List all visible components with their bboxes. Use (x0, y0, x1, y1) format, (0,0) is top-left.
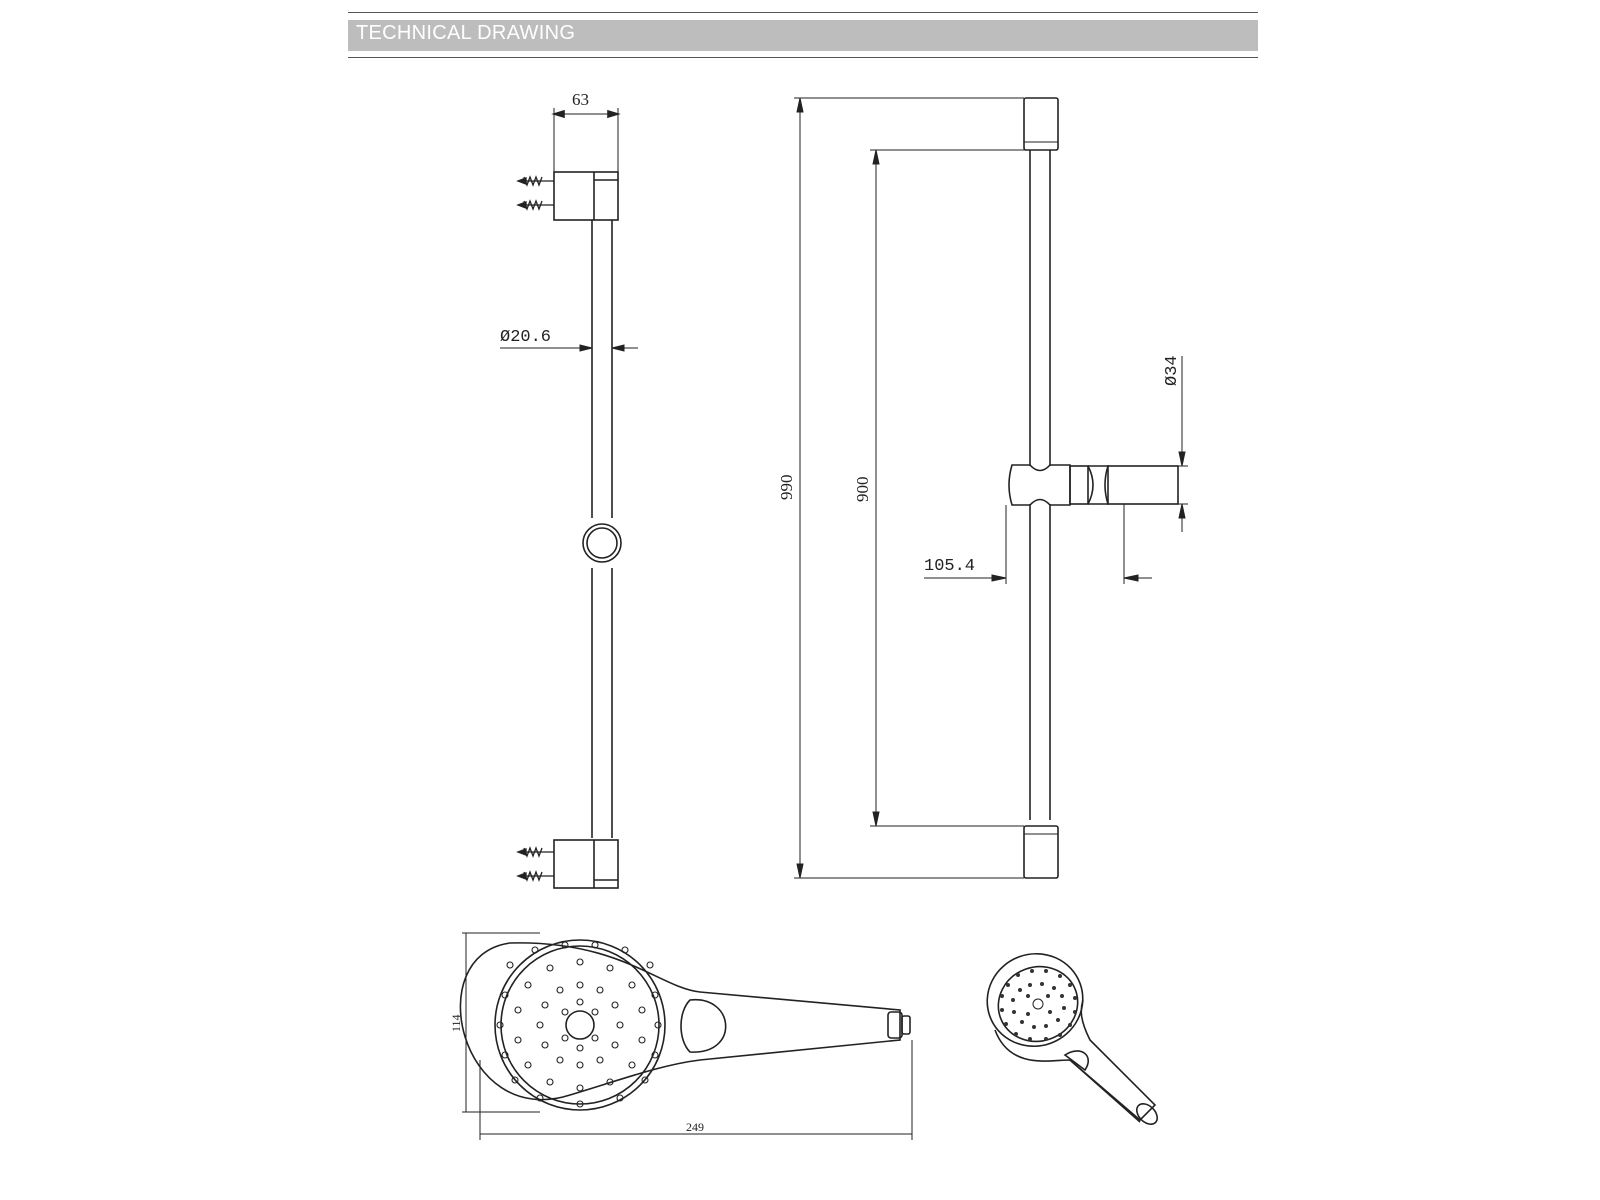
side-bottom-screws (516, 846, 554, 882)
dim-holder-diameter-line (1178, 356, 1186, 532)
front-bottom-bracket (1023, 825, 1059, 879)
dim-head-width-line (462, 932, 540, 1113)
dim-head-length-line (479, 1040, 913, 1140)
header-title: TECHNICAL DRAWING (356, 22, 576, 44)
dim-holder-projection: 105.4 (924, 557, 975, 576)
front-top-bracket (1023, 97, 1059, 151)
dim-overall-height: 990 (777, 475, 796, 501)
front-rail (1029, 150, 1051, 820)
dim-head-length: 249 (686, 1120, 704, 1134)
hand-shower-perspective (986, 952, 1158, 1125)
dim-holder-diameter: Ø34 (1163, 355, 1182, 386)
header-bottom-rule (348, 57, 1258, 58)
header-bar (348, 20, 1258, 51)
dim-rail-length: 900 (853, 477, 872, 503)
side-top-screws (516, 175, 554, 211)
spray-nozzles (496, 941, 662, 1108)
dim-rail-length-line (870, 149, 1030, 827)
dim-holder-projection-line (924, 504, 1152, 584)
dim-bracket-width: 63 (572, 90, 589, 109)
perspective-nozzles (1000, 969, 1077, 1041)
hand-shower-front: 114 249 (449, 932, 913, 1140)
header-top-rule (348, 12, 1258, 13)
section-header: TECHNICAL DRAWING (348, 12, 1258, 58)
dim-overall-height-line (794, 97, 1024, 879)
front-view: 990 900 Ø34 105.4 (777, 97, 1188, 879)
side-bottom-bracket (553, 839, 619, 889)
side-top-bracket (551, 108, 621, 221)
side-view: 63 Ø20.6 (500, 90, 638, 889)
side-rail (582, 220, 622, 838)
side-rail-diameter-dim (500, 344, 638, 352)
dim-head-width: 114 (449, 1014, 463, 1032)
dim-rail-diameter: Ø20.6 (500, 328, 551, 347)
front-slider-holder (1008, 464, 1188, 506)
